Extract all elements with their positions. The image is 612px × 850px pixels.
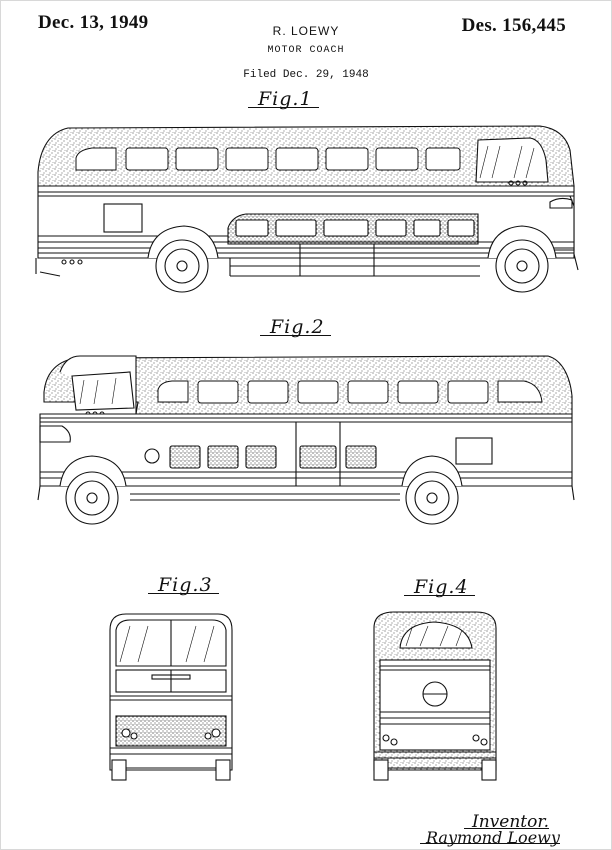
- fig-1-bus-side-view: [35, 125, 579, 293]
- inventor-signature: Raymond Loewy: [420, 828, 560, 847]
- inventor-caption: Inventor.: [463, 812, 550, 832]
- fig-2-label: Fig.2: [260, 316, 331, 338]
- fig-2-bus-side-view: [37, 355, 575, 525]
- inventor-name: R. LOEWY: [272, 24, 340, 38]
- fig-3-label: Fig.3: [148, 574, 219, 596]
- fig-4-bus-rear-view: [373, 611, 497, 781]
- fig-4-label: Fig.4: [404, 576, 475, 598]
- design-title: MOTOR COACH: [267, 45, 345, 56]
- fig-3-bus-front-view: [109, 613, 233, 781]
- patent-number: Des. 156,445: [461, 15, 566, 36]
- filed-date: Filed Dec. 29, 1948: [243, 69, 369, 81]
- fig-1-label: Fig.1: [248, 88, 319, 110]
- patent-date: Dec. 13, 1949: [38, 12, 149, 33]
